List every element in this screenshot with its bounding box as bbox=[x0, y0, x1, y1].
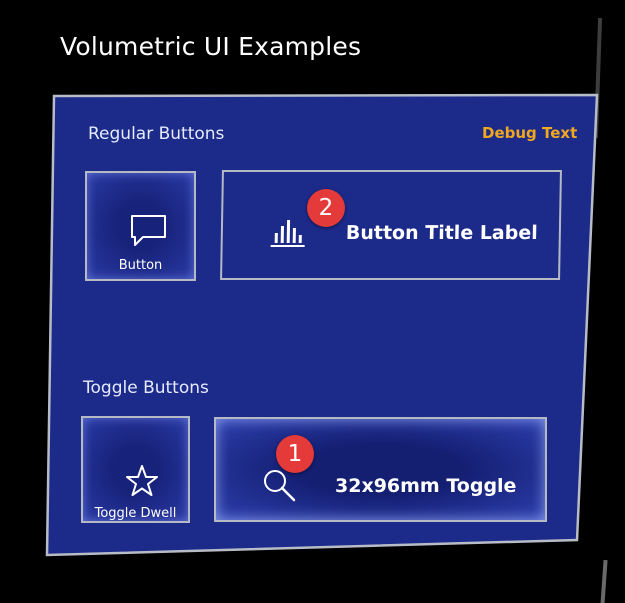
star-icon bbox=[126, 465, 158, 496]
search-icon bbox=[264, 470, 296, 502]
page-title: Volumetric UI Examples bbox=[60, 32, 362, 61]
regular-buttons-label: Regular Buttons bbox=[88, 124, 225, 144]
wide-toggle-label: 32x96mm Toggle bbox=[335, 475, 517, 497]
regular-button-label: Button bbox=[118, 258, 163, 273]
button-title-label: Button Title Label bbox=[345, 222, 538, 244]
wide-toggle-button[interactable]: 32x96mm Toggle bbox=[214, 417, 547, 522]
badge-1: 1 bbox=[276, 435, 314, 473]
button-title-label-button[interactable]: Button Title Label bbox=[220, 170, 562, 280]
toggle-dwell-label: Toggle Dwell bbox=[94, 506, 177, 521]
speech-bubble-icon bbox=[131, 215, 166, 246]
bar-chart-icon bbox=[270, 220, 305, 247]
debug-text: Debug Text bbox=[482, 124, 578, 142]
toggle-buttons-label: Toggle Buttons bbox=[83, 378, 209, 398]
regular-button[interactable]: Button bbox=[85, 171, 196, 281]
badge-2: 2 bbox=[307, 189, 345, 227]
toggle-dwell-button[interactable]: Toggle Dwell bbox=[81, 416, 190, 523]
